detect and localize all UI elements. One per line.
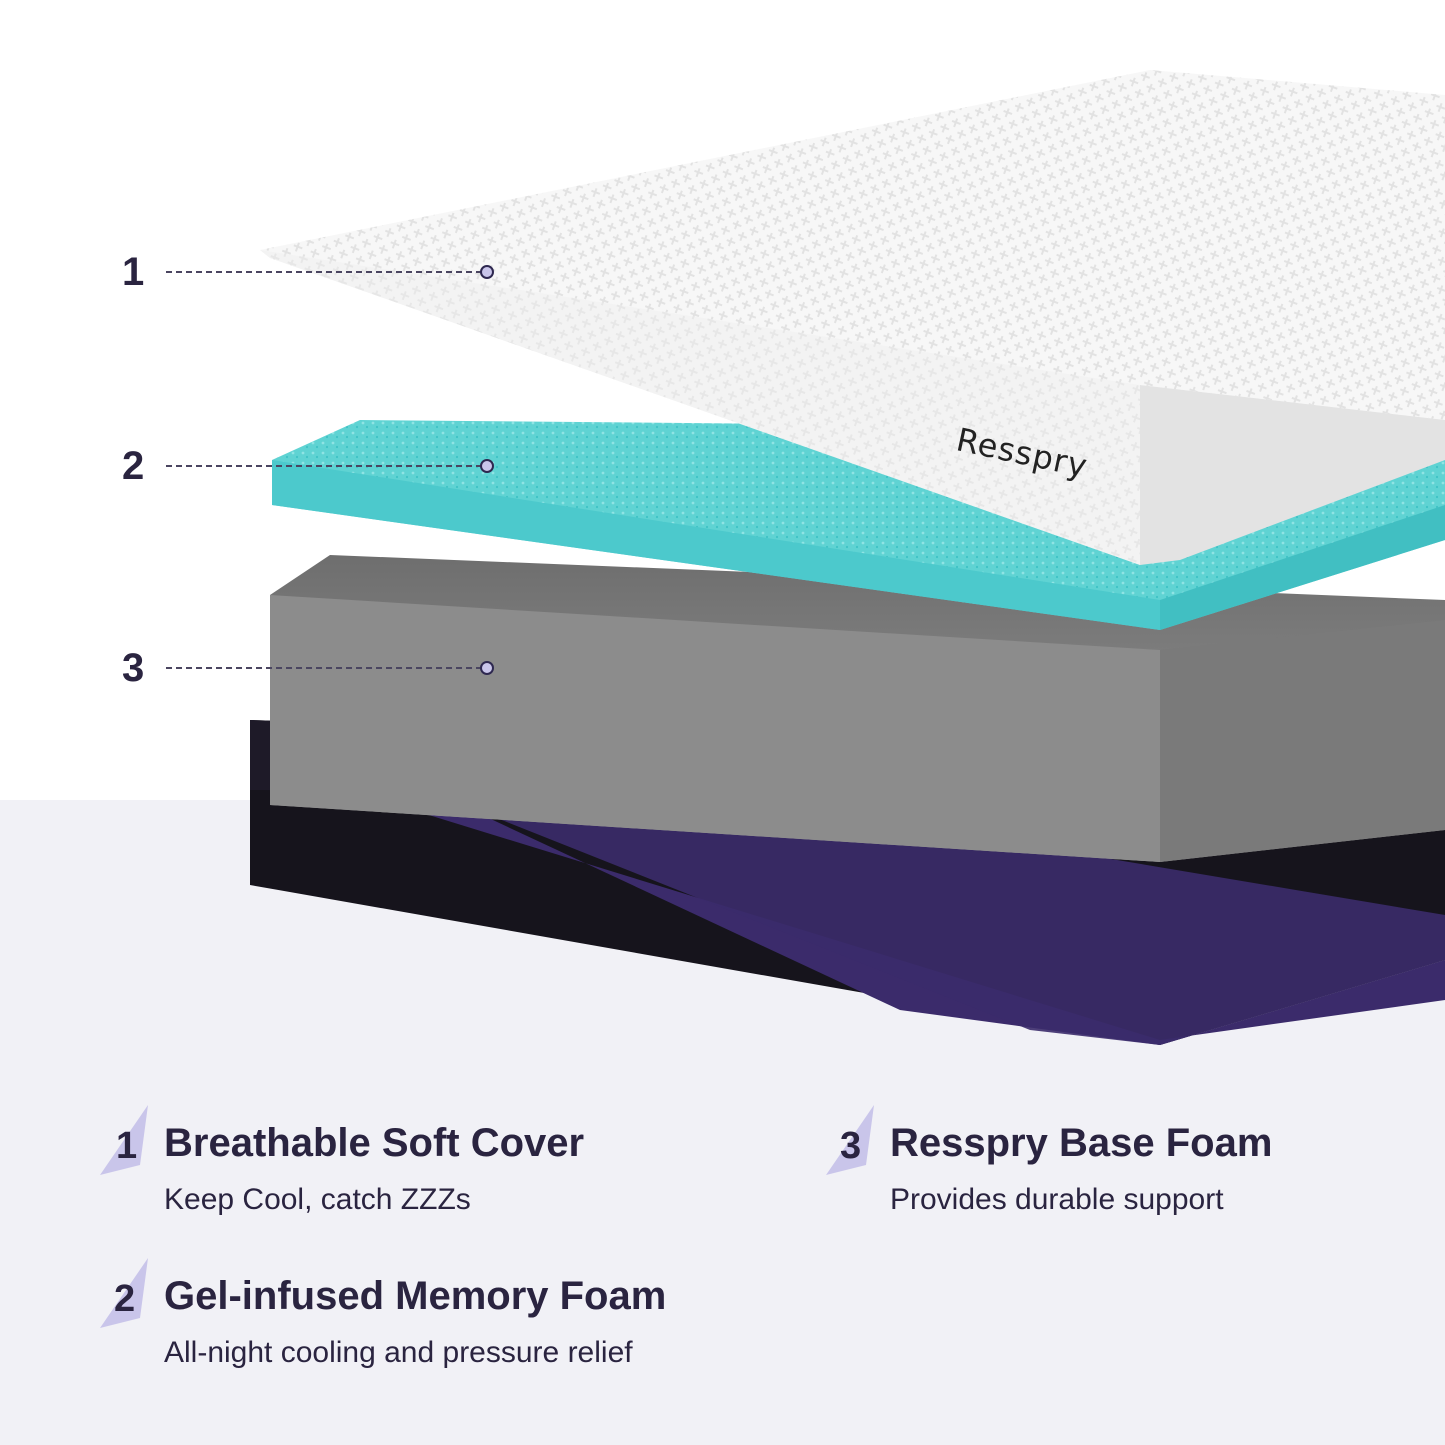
callout-number-1: 1	[122, 250, 145, 294]
feature-item-1: 1 Breathable Soft Cover Keep Cool, catch…	[100, 1105, 700, 1225]
callout-number-3: 3	[122, 646, 145, 690]
lavender-triangle-icon	[100, 1258, 148, 1328]
callout-line-3	[166, 667, 482, 669]
feature-title-3: Resspry Base Foam	[890, 1121, 1273, 1165]
feature-desc-2: All-night cooling and pressure relief	[164, 1336, 633, 1369]
callout-line-2	[166, 465, 482, 467]
callout-line-1	[166, 271, 482, 273]
feature-number-1: 1	[116, 1125, 138, 1167]
feature-number-3: 3	[840, 1125, 862, 1167]
mattress-layers-illustration	[250, 70, 1445, 1045]
feature-desc-1: Keep Cool, catch ZZZs	[164, 1183, 471, 1216]
feature-number-2: 2	[114, 1278, 136, 1320]
base-foam-layer	[270, 555, 1445, 862]
soft-cover-layer	[260, 70, 1445, 565]
feature-desc-3: Provides durable support	[890, 1183, 1224, 1216]
callout-dot-2	[480, 459, 494, 473]
lavender-triangle-icon	[100, 1105, 148, 1175]
feature-title-2: Gel-infused Memory Foam	[164, 1274, 667, 1318]
feature-item-2: 2 Gel-infused Memory Foam All-night cool…	[100, 1258, 820, 1378]
feature-item-3: 3 Resspry Base Foam Provides durable sup…	[826, 1105, 1386, 1225]
lavender-triangle-icon	[826, 1105, 874, 1175]
callout-number-2: 2	[122, 444, 145, 488]
callout-dot-3	[480, 661, 494, 675]
callout-dot-1	[480, 265, 494, 279]
feature-title-1: Breathable Soft Cover	[164, 1121, 585, 1165]
